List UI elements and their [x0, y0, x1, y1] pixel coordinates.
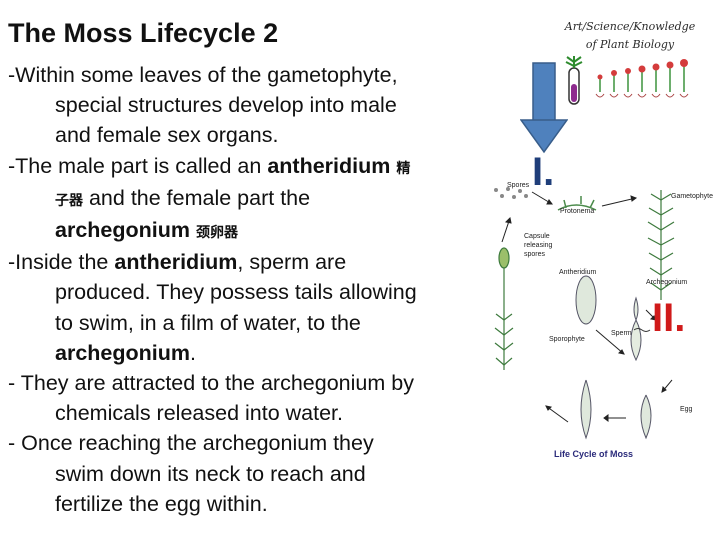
p3-period: . [190, 340, 196, 365]
paragraph-2: -The male part is called an antheridium … [8, 151, 503, 248]
paragraph-1: -Within some leaves of the gametophyte, … [8, 60, 503, 151]
brand-text: Art/Science/Knowledge of Plant Biology [560, 18, 700, 54]
p2-text-a: -The male part is called an [8, 153, 268, 178]
label-egg: Egg [680, 406, 693, 413]
label-sperm: Sperm [611, 330, 632, 337]
label-capsule-2: releasing [524, 242, 553, 249]
label-gametophyte: Gametophyte [671, 193, 714, 200]
slide-title: The Moss Lifecycle 2 [8, 18, 279, 48]
p1-line2: special structures develop into male [55, 93, 397, 118]
p1-line3: and female sex organs. [55, 123, 279, 148]
label-spores: Spores [507, 182, 530, 189]
label-capsule: Capsule releasing spores [524, 232, 552, 259]
p2-text-c: and the female part the [83, 185, 311, 210]
paragraph-3: -Inside the antheridium, sperm are produ… [8, 247, 503, 368]
label-two: II. [652, 296, 686, 340]
arrow-down-icon [520, 62, 568, 154]
p3-line2: produced. They possess tails allowing [55, 280, 417, 305]
p5-line3: fertilize the egg within. [55, 491, 268, 516]
paragraph-4: - They are attracted to the archegonium … [8, 368, 503, 428]
p2-chinese-1: 精 [396, 159, 411, 176]
paragraph-5: - Once reaching the archegonium they swi… [8, 428, 503, 519]
p2-chinese-3: 颈卵器 [195, 224, 238, 241]
label-sporophyte: Sporophyte [549, 336, 585, 343]
brand-line-2: of Plant Biology [585, 38, 675, 51]
p3-antheridium: antheridium [114, 250, 238, 275]
p3-text-c: , sperm are [237, 250, 347, 275]
p4-line1: - They are attracted to the archegonium … [8, 371, 414, 396]
brand-line-1: Art/Science/Knowledge [564, 20, 696, 33]
p2-line2: 子器 and the female part the [8, 183, 503, 215]
p2-archegonium: archegonium [55, 218, 190, 243]
p4-line2: chemicals released into water. [55, 401, 344, 426]
diagram-caption: Life Cycle of Moss [554, 449, 634, 459]
zygote-icon [580, 379, 592, 440]
p5-line2: swim down its neck to reach and [55, 461, 366, 486]
label-protonema: Protonema [560, 208, 595, 215]
sperm-icon [633, 328, 651, 332]
egg-icon [640, 394, 652, 440]
p3-line4: archegonium. [8, 338, 503, 368]
p2-line3: archegonium 颈卵器 [8, 215, 503, 247]
label-archegonium: Archegonium [646, 279, 688, 286]
plant-logo-icon [565, 56, 689, 105]
label-capsule-1: Capsule [524, 233, 550, 240]
protonema-icon [557, 196, 597, 211]
p2-chinese-2: 子器 [55, 191, 83, 208]
p3-archegonium: archegonium [55, 340, 190, 365]
p2-antheridium: antheridium [267, 153, 391, 178]
gametophyte-icon [647, 190, 675, 300]
label-one: I. [532, 150, 555, 194]
p3-line3: to swim, in a film of water, to the [55, 310, 361, 335]
sporophyte-icon [494, 247, 514, 370]
body-text: -Within some leaves of the gametophyte, … [8, 60, 503, 519]
p1-line1: -Within some leaves of the gametophyte, [8, 63, 398, 87]
antheridium-icon [575, 275, 597, 325]
p3-text-a: -Inside the [8, 250, 115, 275]
spores-icon [494, 187, 528, 199]
moss-lifecycle-diagram [494, 187, 675, 440]
label-antheridium: Antheridium [559, 269, 597, 276]
p5-line1: - Once reaching the archegonium they [8, 431, 374, 456]
label-capsule-3: spores [524, 251, 546, 258]
